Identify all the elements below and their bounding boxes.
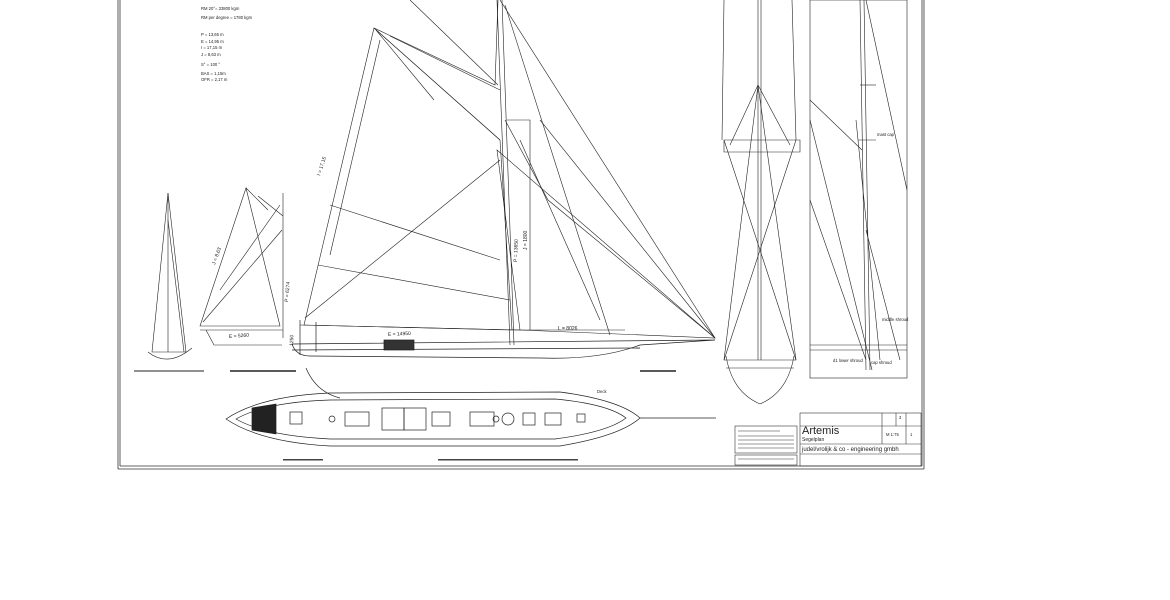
deck-plan <box>225 391 716 447</box>
spec-line: RM per degree = 1780 kgm <box>201 15 253 20</box>
spec-line: OFR = 2,17 m <box>201 77 228 82</box>
hull-profile <box>230 320 716 399</box>
spec-line: S° = 100 ° <box>201 62 220 67</box>
dim-label: P = 13650 <box>513 239 520 262</box>
note-boxes <box>734 425 798 466</box>
dim-label: E = 14950 <box>388 331 411 338</box>
dim-label: 1250 <box>289 335 295 347</box>
dinghy-side-view <box>134 192 204 372</box>
front-view <box>721 0 801 405</box>
spec-line: I = 17,15 m <box>201 45 223 50</box>
spec-line: RM 20°= 33800 kgm <box>201 6 240 11</box>
callout-middle-shroud: middle shroud <box>882 317 909 322</box>
spec-line: P = 13,65 m <box>201 32 224 37</box>
title-block <box>799 412 922 467</box>
dim-label: I = 17,15 <box>316 156 328 177</box>
title-block-text: Artemis Segelplan judel/vrolijk & co - e… <box>801 415 913 453</box>
rigging-callouts: mast cap middle shroud d1 lower shroud c… <box>597 132 909 394</box>
drawing-name: Segelplan <box>802 437 824 443</box>
callout-mast-cap: mast cap <box>877 132 895 137</box>
dim-label: J = 8,63 <box>211 247 223 266</box>
sheet-number: 1 <box>910 432 913 437</box>
callout-lower-shroud: d1 lower shroud <box>833 358 863 363</box>
dim-label: J = 1800 <box>523 230 529 250</box>
scale-label: M 1:75 <box>886 432 899 437</box>
drawing-border <box>117 0 925 470</box>
small-rig-view <box>199 186 284 346</box>
dimension-labels: I = 17,15 P = 13650 E = 14950 E = 5260 J… <box>211 156 577 346</box>
callout-cap-shroud: cap shroud <box>871 360 892 365</box>
project-name: Artemis <box>802 425 840 437</box>
dim-label: L = 8026 <box>558 326 578 332</box>
spec-line: BAS = 1,15m <box>201 71 226 76</box>
main-sail-plan <box>299 0 716 346</box>
rigging-detail-view <box>809 0 908 379</box>
dim-label: P = 6274 <box>284 281 292 302</box>
specs-block: RM 20°= 33800 kgm RM per degree = 1780 k… <box>201 6 253 82</box>
dim-label: E = 5260 <box>229 333 250 340</box>
spec-line: J = 8,63 m <box>201 52 221 57</box>
deck-station-ticks <box>283 459 578 461</box>
rev-number: 3 <box>899 415 902 420</box>
company-name: judel/vrolijk & co - engineering gmbh <box>801 447 899 453</box>
spec-line: E = 14,95 m <box>201 39 224 44</box>
callout-deck: Deck <box>597 389 607 394</box>
